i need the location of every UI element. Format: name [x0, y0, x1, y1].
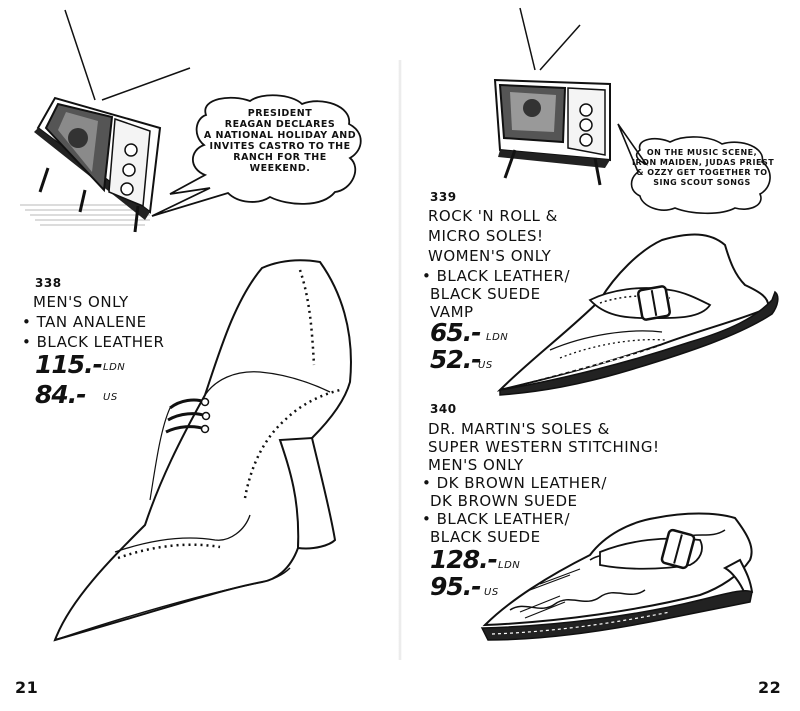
price-ldn: 65.-: [430, 318, 482, 347]
caption-line: weekend.: [249, 163, 311, 174]
item-line: Dk brown suede: [430, 492, 578, 510]
speech-bubble: [151, 94, 362, 217]
ldn-label: LDN: [498, 560, 521, 571]
caption-line: & Ozzy get together to: [636, 168, 768, 177]
caption-line: Iron Maiden, Judas Priest: [632, 158, 775, 167]
price-ldn: 115.-: [35, 350, 103, 379]
item-line: Black suede: [430, 285, 541, 303]
shoe-339-illustration: [496, 233, 779, 396]
item-number: 338: [35, 276, 62, 290]
item-line: super western stitching!: [428, 438, 660, 456]
item-line: Men's only: [33, 293, 129, 311]
price-us: 95.-: [430, 572, 482, 601]
price-us: 52.-: [430, 345, 482, 374]
shoe-338-illustration: [53, 259, 352, 642]
item-line: • Black leather: [22, 333, 165, 351]
us-label: US: [478, 360, 493, 371]
page-number: 22: [758, 678, 782, 697]
page-number: 21: [15, 678, 39, 697]
item-line: • Black leather/: [422, 267, 571, 285]
price-ldn: 128.-: [430, 545, 498, 574]
left-page: President Reagan declares a national hol…: [15, 9, 362, 697]
tv-icon: [20, 9, 191, 233]
tv-caption: On the music scene, Iron Maiden, Judas P…: [632, 148, 775, 188]
price-us: 84.-: [35, 380, 87, 409]
right-page: On the music scene, Iron Maiden, Judas P…: [400, 0, 800, 711]
item-line: Men's only: [428, 456, 524, 474]
caption-line: sing scout songs: [653, 178, 751, 187]
us-label: US: [103, 392, 118, 403]
item-number: 339: [430, 190, 457, 204]
caption-line: President: [247, 108, 313, 119]
ldn-label: LDN: [103, 362, 126, 373]
speech-bubble: [617, 123, 771, 215]
caption-line: ranch for the: [233, 152, 327, 163]
item-line: Rock 'n roll &: [428, 207, 558, 225]
page-gutter: [398, 60, 402, 660]
caption-line: On the music scene,: [646, 148, 758, 157]
item-line: Women's only: [428, 247, 552, 265]
caption-line: Reagan declares: [224, 119, 336, 130]
caption-line: a national holiday and: [203, 130, 357, 141]
item-line: • Black leather/: [422, 510, 571, 528]
shoe-340-illustration: [480, 512, 754, 641]
item-line: Black suede: [430, 528, 541, 546]
item-line: • Dk brown leather/: [422, 474, 607, 492]
item-line: micro soles!: [428, 227, 544, 245]
caption-line: invites Castro to the: [209, 141, 351, 152]
item-line: Dr. Martin's soles &: [428, 420, 610, 438]
ldn-label: LDN: [486, 332, 509, 343]
tv-caption: President Reagan declares a national hol…: [200, 108, 360, 174]
item-line: vamp: [430, 303, 474, 321]
item-number: 340: [430, 402, 457, 416]
tv-icon: [493, 7, 611, 186]
us-label: US: [484, 587, 499, 598]
item-line: • Tan Analene: [22, 313, 147, 331]
